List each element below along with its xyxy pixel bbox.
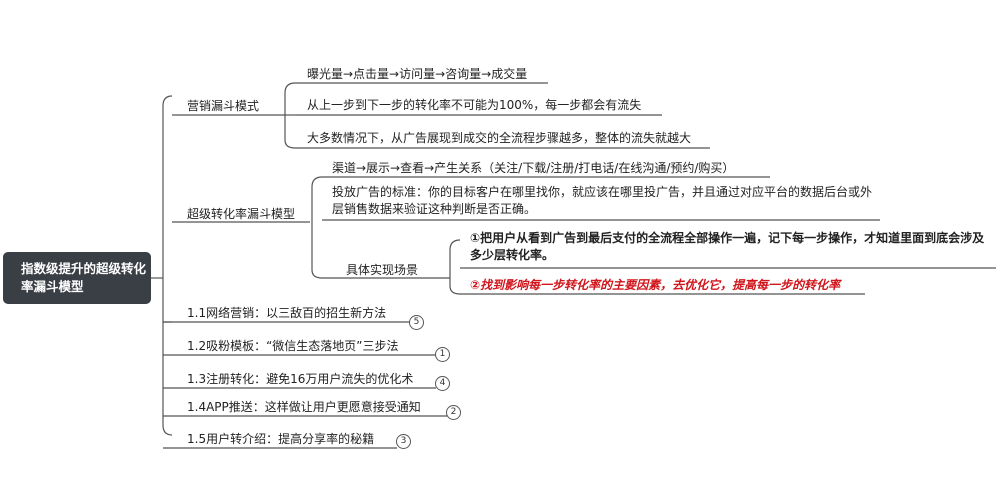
conversion-rate-text: 从上一步到下一步的转化率不可能为100%，每一步都会有流失 bbox=[307, 98, 642, 112]
link-item-5[interactable]: 1.5用户转介绍：提高分享率的秘籍 bbox=[187, 432, 375, 446]
channel-text: 渠道→展示→查看→产生关系（关注/下载/注册/打电话/在线沟通/预约/购买） bbox=[332, 161, 735, 175]
link-count-badge-3: 4 bbox=[435, 376, 450, 391]
root-node[interactable]: 指数级提升的超级转化率漏斗模型 bbox=[3, 252, 151, 304]
root-label: 指数级提升的超级转化率漏斗模型 bbox=[21, 261, 147, 294]
branch-marketing-funnel[interactable]: 营销漏斗模式 bbox=[187, 99, 260, 113]
link-item-1[interactable]: 1.1网络营销：以三敌百的招生新方法 bbox=[187, 306, 387, 320]
link-count-badge-1: 5 bbox=[409, 315, 424, 330]
scenario-step-1: ①把用户从看到广告到最后支付的全流程全部操作一遍，记下每一步操作，才知道里面到底… bbox=[470, 231, 985, 262]
funnel-steps-text: 曝光量→点击量→访问量→咨询量→成交量 bbox=[307, 67, 528, 81]
link-item-3[interactable]: 1.3注册转化：避免16万用户流失的优化术 bbox=[187, 372, 414, 386]
link-count-badge-5: 3 bbox=[396, 434, 411, 449]
ad-standard-text: 投放广告的标准：你的目标客户在哪里找你，就应该在哪里投广告，并且通过对应平台的数… bbox=[332, 185, 873, 216]
scenario-step-2: ②找到影响每一步转化率的主要因素，去优化它，提高每一步的转化率 bbox=[470, 278, 841, 292]
link-count-badge-2: 1 bbox=[435, 347, 450, 362]
link-item-2[interactable]: 1.2吸粉模板：“微信生态落地页”三步法 bbox=[187, 339, 399, 353]
link-count-badge-4: 2 bbox=[446, 405, 461, 420]
branch-super-funnel[interactable]: 超级转化率漏斗模型 bbox=[187, 207, 296, 221]
sub-branch-scenario[interactable]: 具体实现场景 bbox=[346, 263, 419, 277]
loss-text: 大多数情况下，从广告展现到成交的全流程步骤越多，整体的流失就越大 bbox=[307, 131, 692, 145]
link-item-4[interactable]: 1.4APP推送：这样做让用户更愿意接受通知 bbox=[187, 400, 421, 414]
